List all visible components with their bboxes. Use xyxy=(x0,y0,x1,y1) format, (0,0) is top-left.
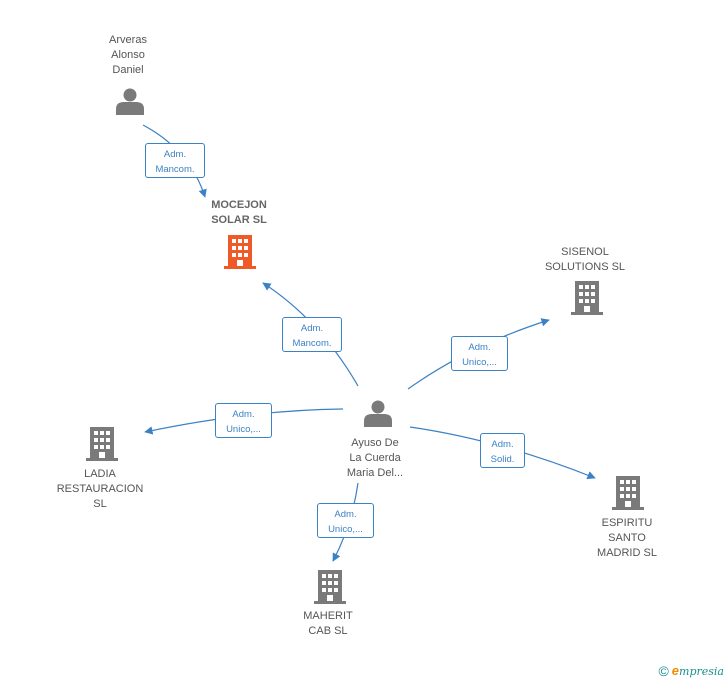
edge-label-ayuso-mocejon[interactable]: Adm. Mancom. xyxy=(282,317,342,352)
edge-label-ayuso-espiritu[interactable]: Adm. Solid. xyxy=(480,433,525,468)
edge-label-ayuso-ladia[interactable]: Adm. Unico,... xyxy=(215,403,272,438)
edge-label-ayuso-sisenol[interactable]: Adm. Unico,... xyxy=(451,336,508,371)
person-icon xyxy=(116,88,144,115)
node-label-sisenol[interactable]: SISENOL SOLUTIONS SL xyxy=(544,246,626,273)
building-icon xyxy=(612,476,644,510)
node-label-mocejon[interactable]: MOCEJON SOLAR SL xyxy=(211,199,267,226)
building-icon xyxy=(224,235,256,269)
node-label-arveras[interactable]: Arveras Alonso Daniel xyxy=(109,34,147,76)
node-label-ayuso[interactable]: Ayuso De La Cuerda Maria Del... xyxy=(346,437,404,479)
building-icon xyxy=(86,427,118,461)
person-icon xyxy=(364,400,392,427)
edge-label-arveras-mocejon[interactable]: Adm. Mancom. xyxy=(145,143,205,178)
brand-logo-text: mpresia xyxy=(679,665,724,678)
building-icon xyxy=(571,281,603,315)
node-label-espiritu[interactable]: ESPIRITU SANTO MADRID SL xyxy=(597,517,657,559)
brand-logo-e: e xyxy=(671,663,680,678)
node-label-ladia[interactable]: LADIA RESTAURACION SL xyxy=(56,468,144,510)
brand-footer: ©empresia xyxy=(658,663,724,679)
edge-label-ayuso-maherit[interactable]: Adm. Unico,... xyxy=(317,503,374,538)
building-icon xyxy=(314,570,346,604)
node-label-maherit[interactable]: MAHERIT CAB SL xyxy=(303,610,353,637)
copyright-icon: © xyxy=(658,663,669,679)
